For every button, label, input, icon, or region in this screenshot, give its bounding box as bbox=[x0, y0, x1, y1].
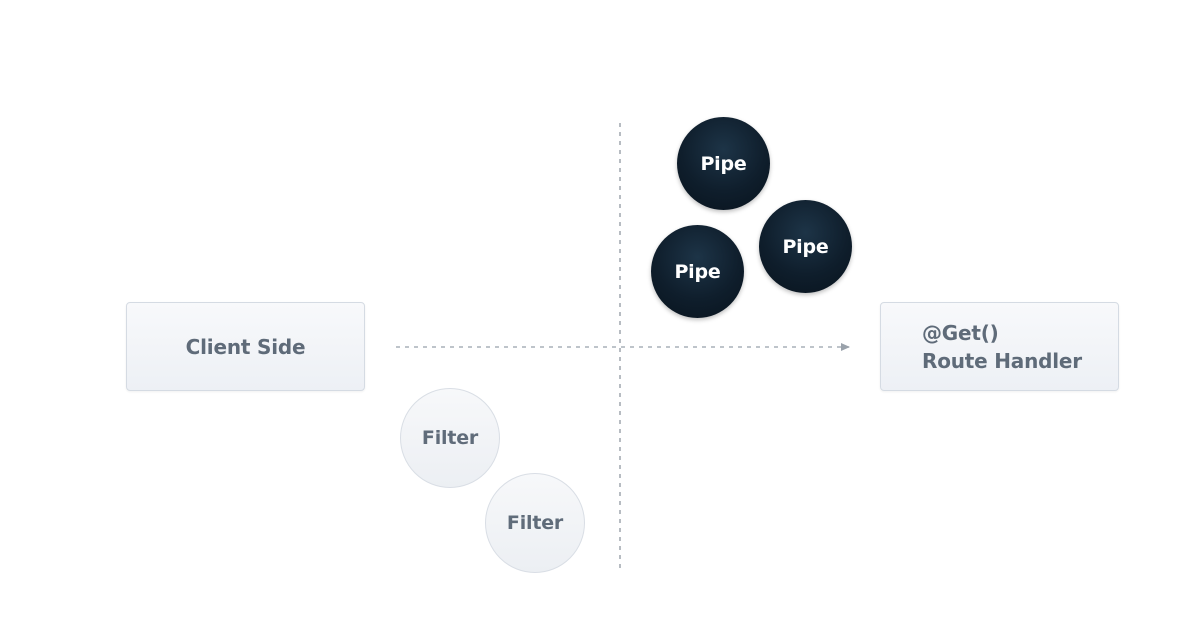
filter-label: Filter bbox=[506, 512, 564, 534]
pipe-node: Pipe bbox=[759, 200, 852, 293]
pipe-node: Pipe bbox=[677, 117, 770, 210]
pipe-label: Pipe bbox=[782, 235, 829, 258]
client-side-label: Client Side bbox=[185, 334, 306, 359]
route-handler-box: @Get() Route Handler bbox=[880, 302, 1119, 391]
filter-label: Filter bbox=[421, 427, 479, 449]
pipe-label: Pipe bbox=[674, 260, 721, 283]
filter-node: Filter bbox=[400, 388, 500, 488]
route-handler-decorator: @Get() bbox=[922, 320, 999, 345]
filter-node: Filter bbox=[485, 473, 585, 573]
pipe-node: Pipe bbox=[651, 225, 744, 318]
client-side-box: Client Side bbox=[126, 302, 365, 391]
pipe-label: Pipe bbox=[700, 152, 747, 175]
route-handler-label: Route Handler bbox=[922, 348, 1082, 373]
